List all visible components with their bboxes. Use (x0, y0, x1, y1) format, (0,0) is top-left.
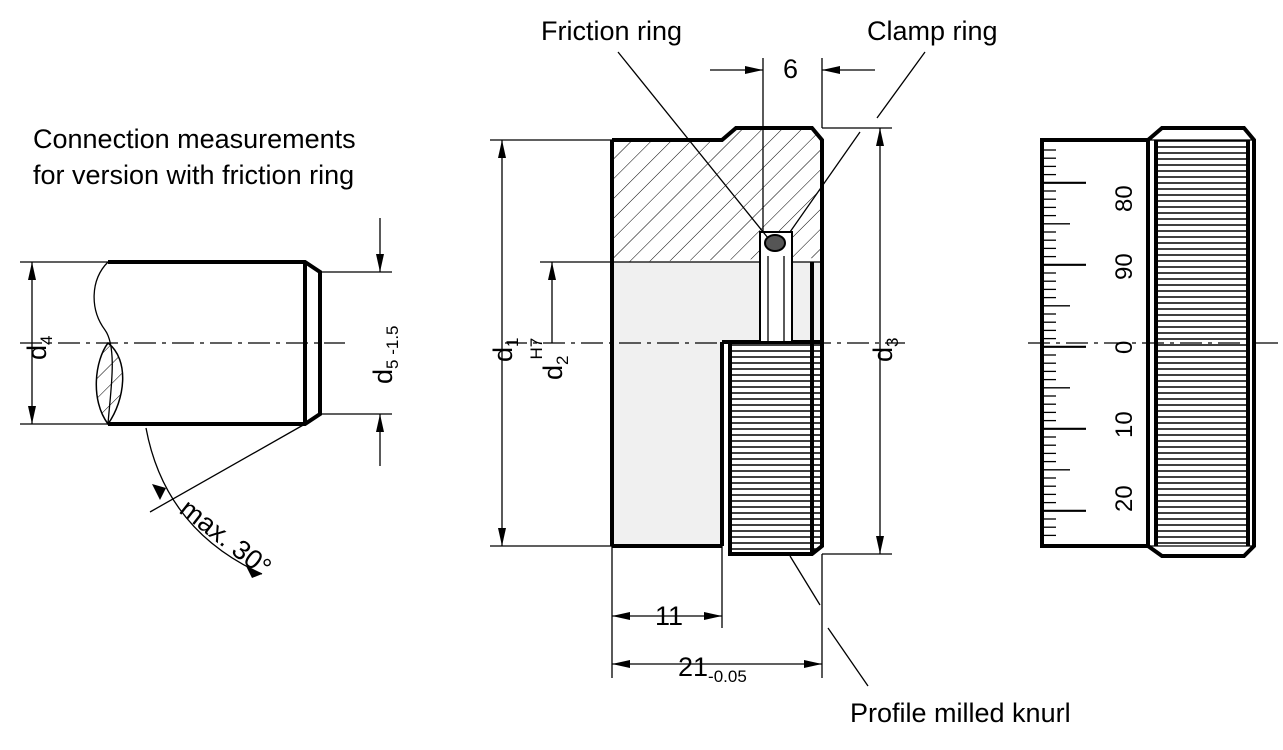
svg-text:d2H7: d2 H7 (527, 338, 572, 380)
scale-view: 80 90 0 10 20 (1028, 126, 1283, 558)
scale-label-10: 10 (1111, 411, 1138, 438)
d2-subscript: 2 (553, 356, 572, 365)
dim-twentyone-tolerance: -0.05 (708, 667, 747, 686)
dim-twentyone: 21 (678, 652, 708, 682)
scale-label-90: 90 (1111, 253, 1138, 280)
dim-six: 6 (783, 54, 798, 84)
shaft-view: Connection measurements for version with… (20, 124, 402, 583)
section-view: Friction ring Clamp ring Profile milled … (488, 16, 1071, 728)
d2-tolerance: H7 (527, 338, 546, 360)
d3-subscript: 3 (883, 338, 902, 347)
d1-label: d (488, 347, 518, 362)
dim-eleven: 11 (655, 601, 683, 631)
d5-subscript: 5 -1.5 (383, 325, 402, 368)
d1-subscript: 1 (503, 338, 522, 347)
scale-label-0: 0 (1111, 341, 1138, 354)
d3-label: d (868, 347, 898, 362)
svg-text:21-0.05: 21-0.05 (678, 652, 747, 686)
svg-text:d3: d3 (868, 338, 902, 363)
svg-text:d4: d4 (22, 336, 56, 361)
svg-text:d5 -1.5: d5 -1.5 (368, 325, 402, 384)
scale-ticks (1044, 149, 1086, 537)
friction-ring-label: Friction ring (541, 16, 682, 46)
connection-label-line2: for version with friction ring (33, 160, 354, 190)
connection-label-line1: Connection measurements (33, 124, 356, 154)
d5-label: d (368, 369, 398, 384)
profile-knurl-label: Profile milled knurl (850, 698, 1071, 728)
scale-label-80: 80 (1111, 185, 1138, 212)
d2-label: d (538, 365, 568, 380)
clamp-ring-label: Clamp ring (867, 16, 998, 46)
svg-text:d1: d1 (488, 338, 522, 363)
scale-label-20: 20 (1111, 485, 1138, 512)
angle-label: max. 30° (174, 493, 277, 582)
d4-subscript: 4 (37, 336, 56, 345)
d4-label: d (22, 345, 52, 360)
